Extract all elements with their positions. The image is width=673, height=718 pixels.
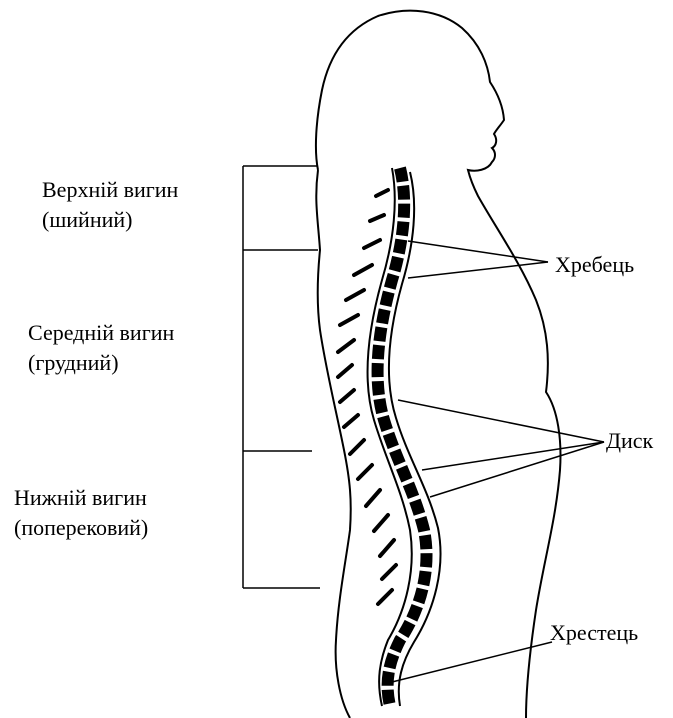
middle-curve-subtitle: (грудний) — [28, 348, 174, 378]
region-bracket — [243, 166, 320, 588]
sacrum-callout: Хрестець — [550, 618, 638, 648]
middle-curve-label: Середній вигин (грудний) — [28, 318, 174, 378]
disc-leader-1 — [422, 442, 604, 470]
lower-curve-label: Нижній вигин (поперековий) — [14, 483, 148, 543]
spine-leader-2 — [408, 262, 548, 278]
upper-curve-label: Верхній вигин (шийний) — [42, 175, 178, 235]
middle-curve-title: Середній вигин — [28, 318, 174, 348]
lower-curve-subtitle: (поперековий) — [14, 513, 148, 543]
upper-curve-subtitle: (шийний) — [42, 205, 178, 235]
lower-curve-title: Нижній вигин — [14, 483, 148, 513]
vertebra-callout: Хребець — [555, 250, 634, 280]
leader-lines — [392, 241, 604, 682]
spine-column — [338, 168, 441, 706]
disc-leader-2 — [430, 442, 604, 497]
back-outline — [316, 170, 350, 718]
disc-callout: Диск — [606, 426, 653, 456]
spine-leader-1 — [408, 241, 548, 262]
disc-leader-3 — [398, 400, 604, 442]
upper-curve-title: Верхній вигин — [42, 175, 178, 205]
